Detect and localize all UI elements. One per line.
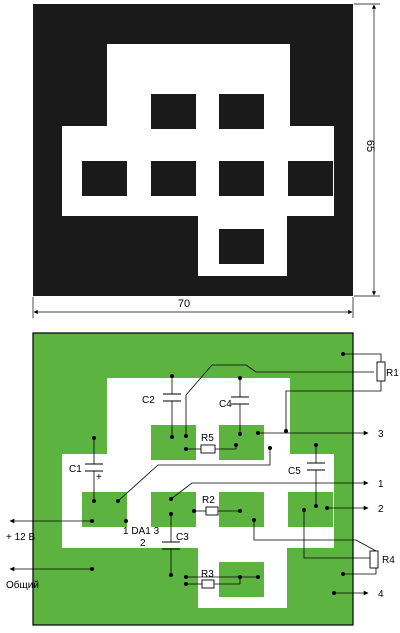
label-chip-pin2: 2 [140, 538, 146, 549]
island [151, 94, 196, 129]
copper-layout-drawing: 70 65 [32, 3, 380, 318]
width-dimension-label: 70 [178, 298, 190, 310]
pad [219, 425, 264, 460]
label-r5: R5 [201, 433, 214, 444]
label-chip-da1: 1 DA1 3 [123, 526, 160, 537]
label-c3: C3 [176, 532, 189, 543]
terminal-4: 4 [378, 589, 384, 600]
resistor-symbols [200, 361, 386, 589]
pad [151, 492, 196, 527]
terminal-common: Общий [6, 579, 39, 591]
pad [219, 562, 264, 597]
terminal-1: 1 [378, 479, 384, 490]
terminal-2: 2 [378, 504, 384, 515]
height-dimension [354, 3, 380, 297]
island [219, 229, 264, 264]
pad [151, 425, 196, 460]
width-dimension [32, 297, 354, 318]
wiring [9, 353, 382, 596]
label-r4: R4 [382, 555, 395, 566]
component-etched-area [62, 378, 334, 608]
island [219, 94, 264, 129]
etched-area [62, 44, 334, 276]
capacitor-c5 [307, 462, 325, 471]
pad [288, 492, 333, 527]
terminal-supply: + 12 В [6, 532, 36, 543]
label-c5: C5 [288, 466, 301, 477]
label-r2: R2 [202, 495, 215, 506]
component-pads [82, 425, 333, 597]
terminal-3: 3 [378, 429, 384, 440]
component-layout-drawing: R1 C2 C4 R5 C1 + C5 R2 C3 R4 R3 1 DA1 3 … [6, 332, 399, 626]
resistor-r1 [376, 361, 386, 382]
capacitor-c2 [163, 393, 181, 402]
island [151, 161, 196, 196]
label-c4: C4 [219, 399, 232, 410]
label-c1: C1 [69, 464, 82, 475]
resistor-r2 [205, 506, 219, 516]
label-r1: R1 [386, 368, 399, 379]
capacitor-c3 [162, 541, 180, 550]
copper-islands [82, 94, 333, 264]
pad [219, 492, 264, 527]
label-r3: R3 [201, 569, 214, 580]
island [82, 161, 127, 196]
resistor-r5 [200, 444, 216, 454]
resistor-r3 [201, 579, 215, 589]
island [219, 161, 264, 196]
island [288, 161, 333, 196]
capacitor-symbols [85, 393, 325, 550]
solder-points [90, 352, 345, 595]
capacitor-c1 [85, 463, 103, 472]
pad [82, 492, 127, 527]
label-c1-polarity: + [96, 472, 102, 483]
label-c2: C2 [142, 395, 155, 406]
resistor-r4 [369, 550, 379, 569]
capacitor-c4 [231, 396, 249, 405]
height-dimension-label: 65 [364, 140, 376, 152]
